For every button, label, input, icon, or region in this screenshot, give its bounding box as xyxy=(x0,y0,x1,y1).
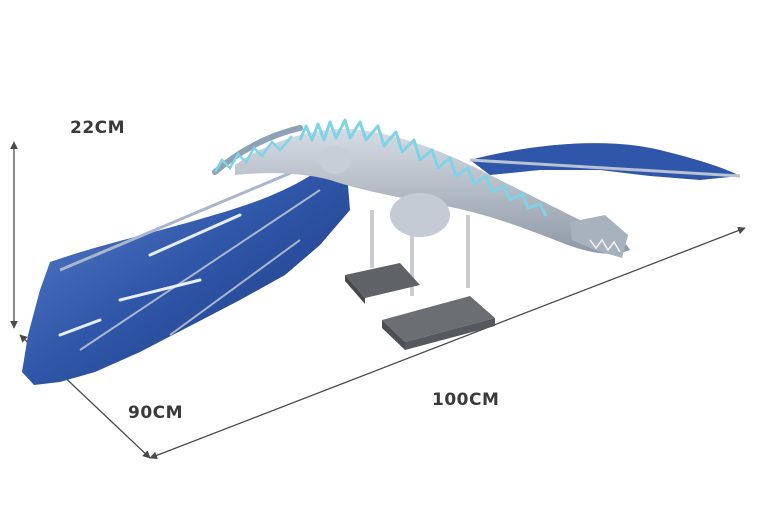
left-wing xyxy=(22,148,350,385)
depth-label: 90CM xyxy=(128,403,184,423)
right-wing xyxy=(469,143,741,180)
dragon-body xyxy=(235,118,630,258)
dragon-tail xyxy=(212,125,303,175)
display-stand xyxy=(345,210,495,350)
length-dimension-line xyxy=(149,226,746,460)
length-label: 100CM xyxy=(432,390,500,410)
height-label: 22CM xyxy=(70,118,126,138)
